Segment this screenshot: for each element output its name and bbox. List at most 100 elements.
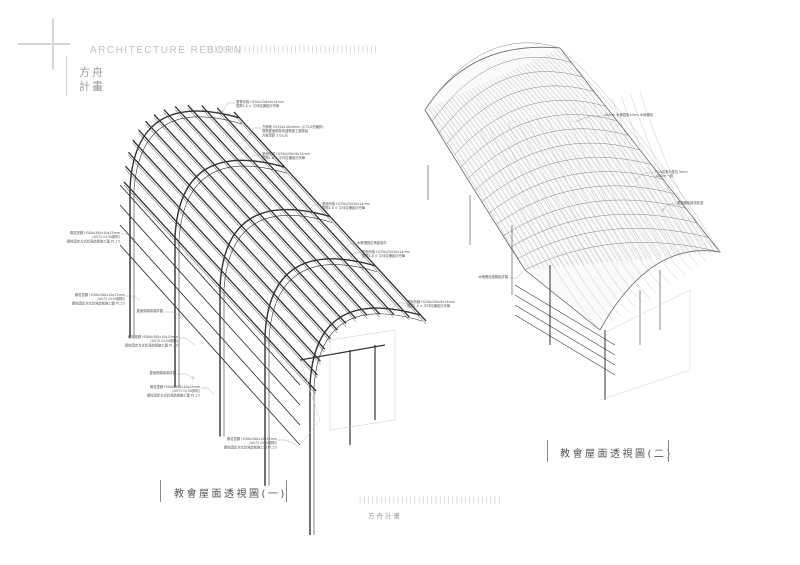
leader-line [121,233,136,241]
annotation-text: 間隔屋面鋼架依建築施工圖排製 [262,128,309,133]
end-arch-line [630,94,714,257]
roof-batten-line [505,72,643,260]
purlin-beam [153,114,347,324]
annotation-text: 鋼柱型鋼 H300x300x10x15mm [75,292,125,297]
annotation-text: 方管間距 3.0公尺 [262,132,289,137]
end-arch-line [592,103,685,276]
roof-batten-line [536,58,687,256]
caption-left: 教會屋面透視圖(一) [174,489,287,500]
roof-panel-row [496,185,675,225]
caption-left-bar-start [160,480,161,502]
roof-batten-line [502,74,638,260]
annotation-text: 木格柵固定銷連接件 [357,240,387,245]
steel-arch-rib [264,258,376,336]
ghost-outline [599,289,691,401]
leader-marker [341,248,345,252]
leader-marker [191,376,195,380]
annotation-text: 鋼柱型鋼 H300x300x10x15mm [128,334,178,339]
purlin-beam [187,104,381,315]
purlin-beam [145,120,339,331]
leader-marker [303,212,307,216]
annotation-text: 間隔1.0 × 平坪柱鋪設計完畢 [322,205,366,210]
leader-line [342,243,356,251]
roof-batten-line [441,102,550,268]
roof-batten-line [472,88,594,264]
caption-left-bar-end [286,480,287,502]
end-arch-line [545,114,650,298]
leader-line [221,102,235,113]
roof-batten-line [543,55,696,255]
annotation-text: 鋼柱型鋼 H300x300x10x15mm [150,384,200,389]
footer-label: 方舟計畫 [368,512,402,520]
roof-batten-line [445,100,555,268]
roof-batten-line [461,92,579,266]
roof-panel-row [460,114,618,168]
purlin-beam [127,151,321,362]
annotation-text: 間隔1.0 × 平坪柱鋪設計完畢 [362,253,406,258]
roof-batten-line [451,97,565,267]
end-beam [299,344,386,361]
leader-line [244,127,261,141]
header-tick-bar: ||||||||||||||||||||||||||||||||||||||||… [205,45,378,53]
end-arch-line [555,112,657,294]
purlin-beam [233,111,427,322]
end-arch-line [639,91,721,253]
roof-batten-line [455,95,570,267]
roof-panel-row [524,242,721,271]
roof-batten-line [519,66,662,258]
purlin-beam [216,107,410,318]
annotation-text: 間隔1.0 × 平坪柱鋪設計完畢 [262,155,306,160]
roof-batten-line [499,75,633,261]
roof-panel-row [467,128,629,179]
leader-line [278,439,297,446]
purlin-beam-edge [128,155,321,365]
end-arch-line [479,129,601,331]
side-rail [514,284,616,346]
roof-batten-line [431,106,535,270]
annotation-text: 鋼柱型鋼 H300x300x10x15mm [70,230,120,235]
ghost-outline [299,359,321,446]
end-arch-line [489,127,608,326]
annotation-text: 4x4cm 木條間距10cm 木條鋪設 [604,112,654,117]
purlin-beam-edge [138,132,331,342]
leader-line [574,115,603,123]
roof-batten-line [495,77,628,261]
caption-right: 教會屋面透視圖(二) [560,449,673,460]
roof-batten-line [516,68,657,258]
roof-panel-row [453,100,606,156]
annotation: 4x4cm 木條間距10cm 木條鋪設 [574,112,654,123]
footer-tick-bar: |||||||||||||||||||||||||||||||||| [358,496,502,504]
side-rail [514,304,616,366]
side-rail [119,184,301,386]
roof-batten-line [478,85,604,263]
steel-arch-rib [309,307,421,386]
purlin-beam-edge [153,117,347,327]
end-arch-line [573,107,671,285]
annotation-text: 屋面鋼構接頭詳圖 [137,308,164,313]
annotation-text: 屋面桁條 H250x250x9x14mm [262,151,310,156]
annotation: 鋼柱型鋼 H300x300x10x15mm(A572 Gr.50鋼材)鋼柱固定方… [67,230,136,243]
leader-line [247,154,261,163]
end-arch-line [564,109,664,289]
leader-line [389,302,406,311]
leader-line [662,203,676,211]
annotation-text: (A572 Gr.50鋼材) [92,234,120,239]
roof-panel-row [489,171,663,214]
annotation: 鋼柱型鋼 H300x300x10x15mm(A572 Gr.50鋼材)鋼柱固定方… [224,436,297,449]
purlin-beam [201,105,395,316]
end-arch-line [611,98,699,266]
roof-panel-row [424,42,561,111]
frame-line-vertical-2 [66,56,67,96]
roof-panel-row [439,71,583,133]
annotation-text: PCA鋁浪平屋瓦 5mm [655,169,688,174]
leader-line [509,271,523,279]
ghost-outline [329,329,396,431]
annotation-text: 屋面桁條 H250x250x9x14mm [362,249,410,254]
left-roof-structure-drawing [119,104,427,535]
leader-marker [220,110,224,114]
annotation-text: 鋼柱固定方式詳見結構施工圖 PL.15 [224,444,277,449]
